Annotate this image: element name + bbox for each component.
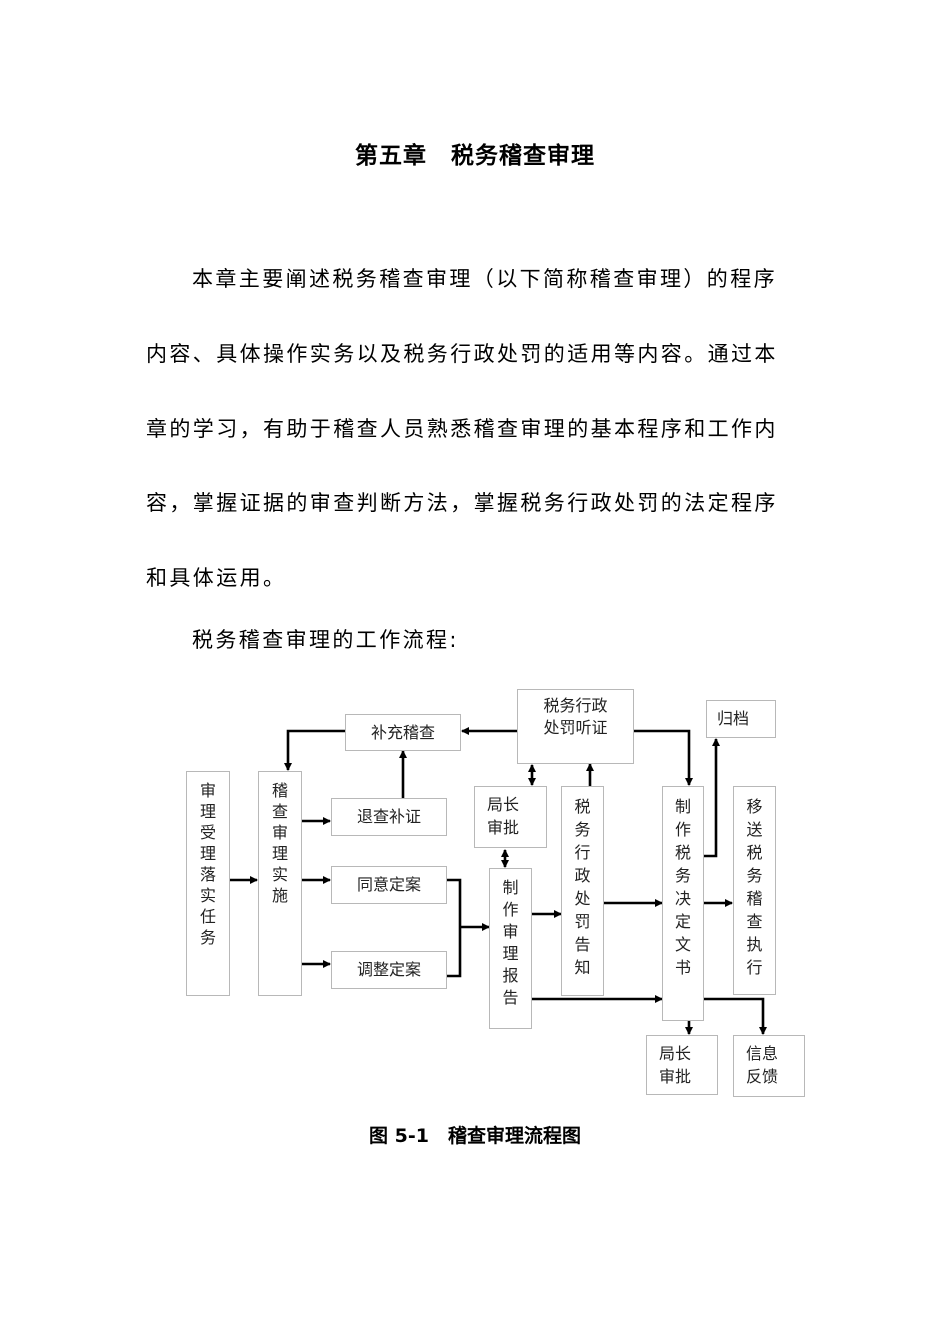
intro-line-3: 章的学习，有助于稽查人员熟悉稽查审理的基本程序和工作内: [146, 417, 778, 441]
figure-caption: 图 5-1 稽查审理流程图: [369, 1125, 581, 1147]
chapter-title: 第五章 税务稽查审理: [355, 143, 595, 169]
node-make-report: 制作审理报告: [489, 868, 532, 1029]
node-make-decision: 制作税务决定文书: [662, 786, 704, 1021]
node-info-feedback-line-2: 反馈: [746, 1067, 779, 1086]
node-accept-task: 审理受理落实任务: [186, 771, 230, 996]
intro-line-4: 容，掌握证据的审查判断方法，掌握税务行政处罚的法定程序: [146, 491, 778, 515]
node-supplement-inspection-label: 补充稽查: [370, 722, 435, 742]
node-info-feedback-line-1: 信息: [746, 1044, 779, 1063]
node-agree-case-label: 同意定案: [356, 875, 421, 894]
node-penalty-hearing: 税务行政 处罚听证: [517, 689, 634, 764]
node-director-approval-top-line-2: 审批: [487, 818, 520, 837]
node-return-evidence-label: 退查补证: [356, 807, 421, 826]
node-supplement-inspection: 补充稽查: [345, 714, 461, 751]
node-penalty-hearing-line-2: 处罚听证: [543, 718, 608, 737]
node-transfer-execution-label: 移送税务稽查执行: [746, 797, 763, 977]
node-make-decision-label: 制作税务决定文书: [675, 797, 692, 977]
node-penalty-hearing-line-1: 税务行政: [543, 696, 608, 715]
node-penalty-notice: 税务行政处罚告知: [561, 786, 604, 996]
node-return-evidence: 退查补证: [331, 798, 447, 836]
node-make-report-label: 制作审理报告: [502, 878, 519, 1007]
node-adjust-case-label: 调整定案: [356, 960, 421, 979]
node-agree-case: 同意定案: [331, 866, 447, 904]
intro-line-1: 本章主要阐述税务稽查审理（以下简称稽查审理）的程序: [192, 267, 777, 291]
node-director-approval-bottom-line-1: 局长: [659, 1044, 692, 1063]
node-director-approval-top: 局长 审批: [474, 786, 547, 848]
node-director-approval-bottom-line-2: 审批: [659, 1067, 692, 1086]
intro-line-2: 内容、具体操作实务以及税务行政处罚的适用等内容。通过本: [146, 342, 778, 366]
node-adjust-case: 调整定案: [331, 951, 447, 989]
node-transfer-execution: 移送税务稽查执行: [733, 786, 776, 995]
node-info-feedback: 信息 反馈: [733, 1035, 805, 1097]
node-penalty-notice-label: 税务行政处罚告知: [574, 797, 591, 977]
intro-line-5: 和具体运用。: [146, 566, 287, 590]
flow-intro: 税务稽查审理的工作流程:: [192, 628, 459, 652]
node-audit-implement-label: 稽查审理实施: [271, 781, 288, 905]
node-director-approval-top-line-1: 局长: [487, 795, 520, 814]
node-director-approval-bottom: 局长 审批: [646, 1035, 718, 1095]
node-accept-task-label: 审理受理落实任务: [199, 781, 216, 947]
node-archive: 归档: [706, 700, 776, 738]
node-archive-label: 归档: [717, 709, 750, 728]
node-audit-implement: 稽查审理实施: [258, 771, 302, 996]
